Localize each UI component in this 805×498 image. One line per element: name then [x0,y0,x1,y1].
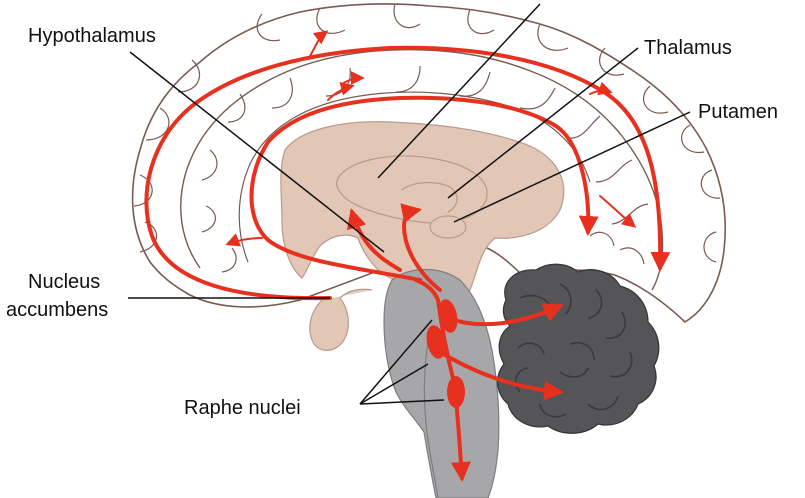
pituitary-region [309,288,373,351]
leader-top [377,3,541,179]
cortex-inner-outline [180,48,664,291]
deep-structures [280,121,565,351]
leader-lines [128,3,691,405]
leader-putamen [453,111,691,223]
labels: Hypothalamus Thalamus Putamen Nucleus ac… [6,25,778,419]
pathway-branch-frontal-1 [225,233,263,247]
label-thalamus: Thalamus [644,37,732,59]
pathway-branch-top-1 [309,30,329,57]
raphe-nucleus-upper [438,299,458,333]
pathway-cerebellum-lower [438,350,564,401]
gyri-folds [133,3,721,273]
pathway-branch-right-2 [599,195,637,228]
pathway-branch-right-1 [589,81,613,96]
pathway-raphe-ascending [414,278,458,392]
label-raphe-nuclei: Raphe nuclei [184,397,301,419]
cingulate-outline [238,91,591,263]
leader-raphe-3 [359,399,445,405]
label-putamen: Putamen [698,101,778,123]
leader-hypothalamus [129,51,385,253]
pathway-thalamus [400,203,442,292]
label-hypothalamus: Hypothalamus [28,25,156,47]
raphe-nucleus-lower [447,376,465,408]
serotonin-pathways [144,30,671,482]
leader-raphe-2 [359,363,429,405]
cerebellum-folia [515,283,633,418]
pathway-hypothalamus [346,208,402,272]
thalamus-inner [401,181,458,213]
pathway-branch-top-3 [327,81,355,101]
cerebellum-shape [497,263,660,434]
pathway-inner-arc [249,95,599,282]
raphe-nucleus-middle [426,325,446,359]
label-nucleus-accumbens-line2: accumbens [6,299,108,321]
pathway-outer-arc [144,45,671,301]
leader-thalamus [447,47,639,199]
leader-raphe-1 [359,319,433,405]
pathway-cerebellum-upper [446,303,564,327]
label-nucleus-accumbens-line1: Nucleus [28,271,100,293]
cerebellum [497,263,660,434]
putamen-shape [429,215,467,239]
raphe-nuclei [426,299,465,408]
brainstem-ventral [423,329,439,498]
